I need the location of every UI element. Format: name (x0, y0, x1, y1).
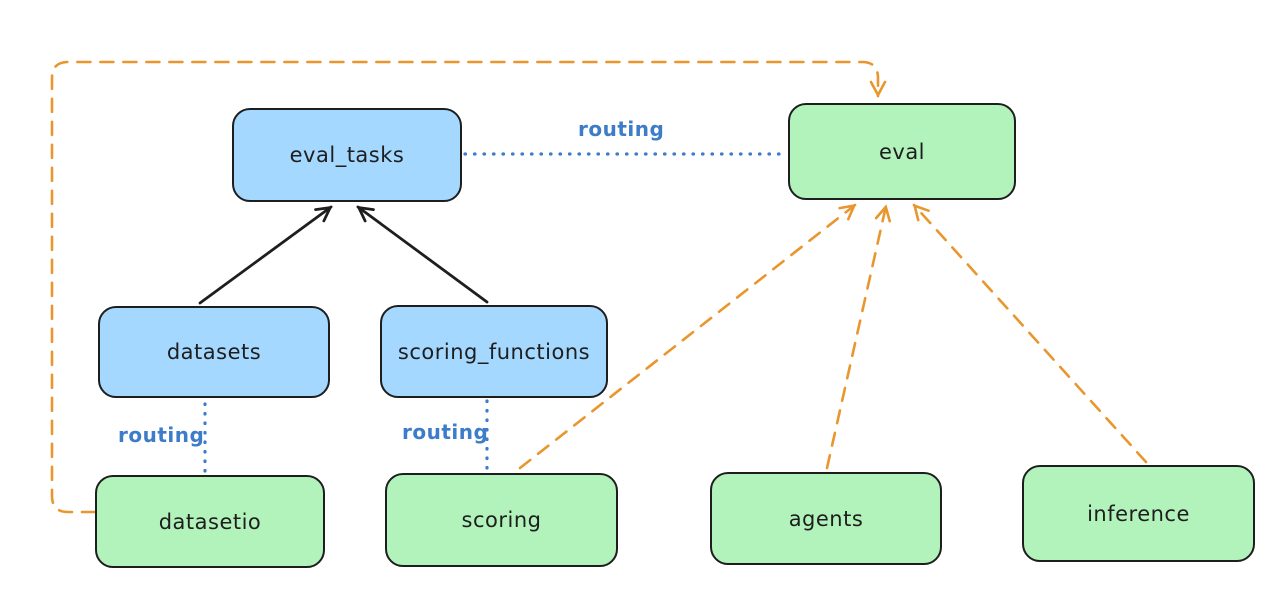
edge-inference-to-eval-dashed (912, 203, 1148, 464)
node-datasetio: datasetio (95, 475, 325, 568)
node-datasets-label: datasets (166, 340, 262, 364)
edge-datasets-to-eval-tasks (198, 205, 333, 305)
node-inference: inference (1022, 465, 1255, 562)
node-scoring: scoring (385, 473, 618, 567)
edge-label-routing-datasets-datasetio: routing (118, 423, 205, 447)
edge-label-routing-scoring-functions-scoring: routing (402, 420, 489, 444)
node-inference-label: inference (1087, 501, 1190, 526)
edge-scoring-functions-to-eval-tasks (356, 205, 489, 304)
node-eval-tasks-label: eval_tasks (289, 143, 405, 167)
edge-label-routing-eval-tasks-eval: routing (578, 117, 665, 141)
node-scoring-functions: scoring_functions (380, 305, 608, 398)
node-agents: agents (710, 472, 942, 565)
node-agents-label: agents (788, 506, 864, 531)
node-eval-tasks: eval_tasks (232, 108, 462, 202)
edge-agents-to-eval-dashed (825, 204, 892, 470)
node-datasets: datasets (98, 306, 330, 398)
node-eval: eval (788, 103, 1016, 200)
node-scoring-label: scoring (461, 508, 542, 532)
node-scoring-functions-label: scoring_functions (397, 339, 591, 364)
node-datasetio-label: datasetio (158, 509, 262, 534)
node-eval-label: eval (878, 139, 926, 164)
